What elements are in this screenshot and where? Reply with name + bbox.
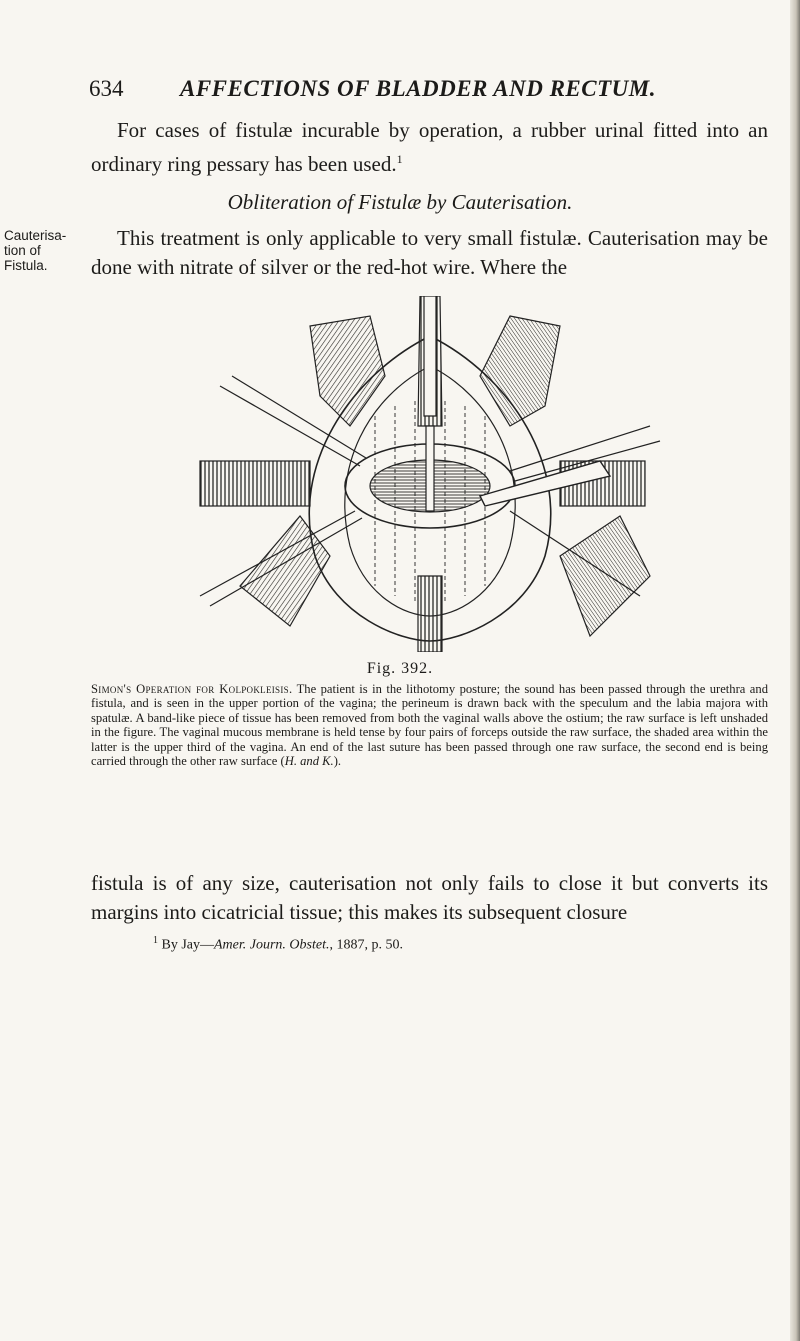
- figure-label: Fig. 392.: [366, 660, 434, 677]
- footnote-journal: Amer. Journ. Obstet.: [214, 937, 330, 953]
- footnote-marker: 1: [153, 935, 158, 946]
- caption-title: Simon's Operation for Kolpokleisis.: [91, 682, 293, 696]
- section-heading: Obliteration of Fistulæ by Cauterisation…: [227, 190, 573, 214]
- lower-speculum: [417, 575, 443, 652]
- footnote-ref: 1: [396, 152, 403, 166]
- margin-note-line: tion of: [4, 243, 41, 258]
- forceps-lower-right: [509, 510, 641, 597]
- margin-note-line: Cauterisa-: [4, 228, 67, 243]
- margin-note: Cauterisa- tion of Fistula.: [4, 228, 88, 273]
- running-title: AFFECTIONS OF BLADDER AND RECTUM.: [180, 76, 656, 101]
- footnote: 1 By Jay—Amer. Journ. Obstet., 1887, p. …: [153, 935, 403, 953]
- surgical-illustration: [199, 296, 661, 652]
- caption-credit: H. and K.: [284, 754, 334, 769]
- figure-caption: Simon's Operation for Kolpokleisis. The …: [91, 682, 768, 769]
- page-edge: [790, 0, 800, 1341]
- forceps-upper-left: [219, 385, 361, 467]
- margin-note-line: Fistula.: [4, 258, 48, 273]
- forceps-lower-left: [199, 510, 356, 597]
- sound: [425, 425, 435, 512]
- caption-body: The patient is in the lithotomy posture;…: [91, 682, 768, 769]
- forceps-upper-right: [509, 425, 651, 472]
- paragraph-urinal: For cases of fistulæ incurable by operat…: [91, 118, 768, 176]
- paragraph-cauterisation: This treatment is only applicable to ver…: [91, 226, 768, 279]
- hair-tuft-upper-right: [479, 315, 561, 427]
- hair-tuft-lower-right: [559, 515, 651, 638]
- hair-tuft-lower-left: [239, 515, 331, 627]
- paragraph-fistula-size: fistula is of any size, cauterisation no…: [91, 871, 768, 924]
- page-header: 634 AFFECTIONS OF BLADDER AND RECTUM.: [0, 76, 800, 108]
- page-number: 634: [89, 76, 124, 101]
- left-spatula: [199, 460, 311, 507]
- hair-tuft-upper-left: [309, 315, 386, 427]
- needle-holder: [478, 460, 612, 507]
